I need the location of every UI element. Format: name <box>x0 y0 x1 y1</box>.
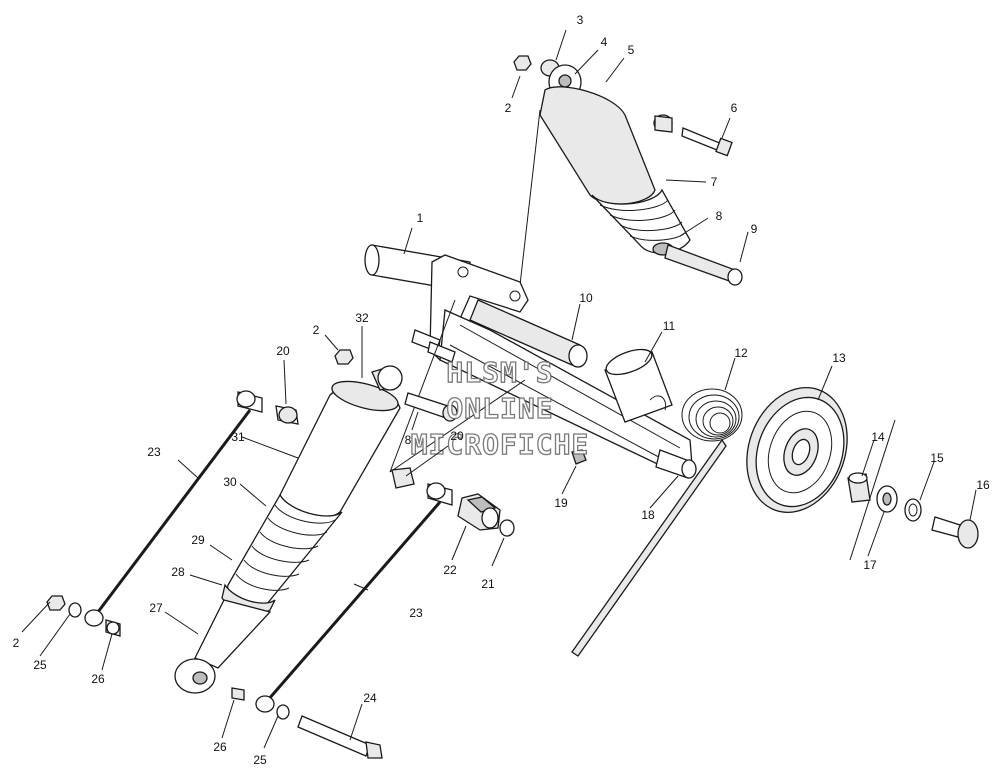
callout-8-mid: 8 <box>405 433 412 447</box>
callout-2-top: 2 <box>505 101 512 115</box>
watermark-line2: ONLINE <box>446 392 553 425</box>
callout-15: 15 <box>930 451 944 465</box>
watermark: HLSM'S ONLINE MICROFICHE <box>410 355 590 461</box>
callout-17: 17 <box>863 558 877 572</box>
callout-24: 24 <box>363 691 377 705</box>
callout-22: 22 <box>443 563 457 577</box>
bolt-16 <box>931 516 979 549</box>
callout-21: 21 <box>481 577 495 591</box>
callout-3: 3 <box>577 13 584 27</box>
callout-labels: 1 2 3 4 5 6 7 8 9 10 11 12 13 14 15 16 1… <box>13 13 990 767</box>
callout-28: 28 <box>171 565 185 579</box>
watermark-line3: MICROFICHE <box>411 428 590 461</box>
callout-20-mid: 20 <box>450 429 464 443</box>
upper-shock-absorber <box>513 55 743 286</box>
callout-10: 10 <box>579 291 593 305</box>
callout-12: 12 <box>734 346 748 360</box>
callout-29: 29 <box>191 533 205 547</box>
callout-18: 18 <box>641 508 655 522</box>
callout-32: 32 <box>355 311 369 325</box>
callout-23-right: 23 <box>409 606 423 620</box>
washer-21 <box>499 519 515 537</box>
torsion-spring <box>571 388 743 657</box>
callout-5: 5 <box>628 43 635 57</box>
callout-2-mid: 2 <box>313 323 320 337</box>
watermark-line1: HLSM'S <box>446 356 553 389</box>
callout-4: 4 <box>601 35 608 49</box>
callout-11: 11 <box>663 319 676 333</box>
callout-13: 13 <box>832 351 846 365</box>
callout-20-left: 20 <box>276 344 290 358</box>
callout-27: 27 <box>149 601 163 615</box>
washer-15 <box>904 498 922 522</box>
callout-26-left: 26 <box>91 672 105 686</box>
leader-lines <box>21 29 977 749</box>
callout-8-top: 8 <box>716 209 723 223</box>
callout-9: 9 <box>751 222 758 236</box>
callout-16: 16 <box>976 478 990 492</box>
callout-30: 30 <box>223 475 237 489</box>
callout-19: 19 <box>554 496 568 510</box>
callout-23-left: 23 <box>147 445 161 459</box>
callout-6: 6 <box>731 101 738 115</box>
callout-2-left: 2 <box>13 636 20 650</box>
nut-19 <box>571 449 587 465</box>
lower-shock-absorber <box>174 349 458 694</box>
link-rods <box>46 390 453 720</box>
callout-25-bottom: 25 <box>253 753 267 767</box>
idler-wheel <box>746 387 848 513</box>
callout-14: 14 <box>871 430 885 444</box>
torque-arm-assembly <box>364 244 697 479</box>
callout-25-left: 25 <box>33 658 47 672</box>
callout-1: 1 <box>417 211 424 225</box>
bolt-24 <box>297 715 383 759</box>
adjuster-block <box>457 493 501 531</box>
callout-7: 7 <box>711 175 718 189</box>
callout-31: 31 <box>231 430 245 444</box>
callout-26-bottom: 26 <box>213 740 227 754</box>
